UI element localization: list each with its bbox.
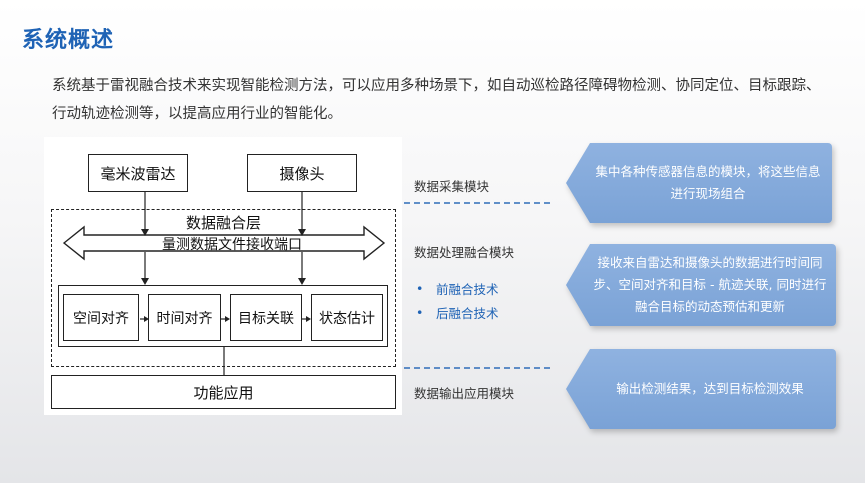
callout-output: 输出检测结果，达到目标检测效果	[566, 349, 836, 429]
port-double-arrow	[62, 225, 386, 261]
module-label-collect: 数据采集模块	[414, 179, 490, 194]
block-state-estimation: 状态估计	[311, 294, 383, 341]
callout-arrow-shape	[566, 349, 836, 429]
callout-arrow-shape	[566, 244, 836, 326]
callout-text: 集中各种传感器信息的模块，将这些信息进行现场组合	[595, 164, 821, 201]
list-item: • 后融合技术	[416, 300, 499, 324]
bullet-icon: •	[416, 304, 424, 320]
callout-text: 输出检测结果，达到目标检测效果	[616, 381, 804, 396]
intro-paragraph: 系统基于雷视融合技术来实现智能检测方法，可以应用多种场景下，如自动巡检路径障碍物…	[52, 78, 821, 122]
block-target-association: 目标关联	[230, 294, 302, 341]
block-spatial-alignment: 空间对齐	[63, 294, 139, 341]
callout-text: 接收来自雷达和摄像头的数据进行时间同步、空间对齐和目标 - 航迹关联, 同时进行…	[593, 255, 827, 314]
bullet-label: 后融合技术	[436, 305, 499, 321]
module-label-process: 数据处理融合模块	[414, 245, 515, 260]
fusion-technique-list: • 前融合技术 • 后融合技术	[416, 276, 499, 324]
processing-block-group	[58, 285, 388, 347]
bullet-icon: •	[416, 280, 424, 296]
bullet-label: 前融合技术	[436, 281, 499, 297]
callout-arrow-shape	[566, 143, 832, 223]
callout-collect: 集中各种传感器信息的模块，将这些信息进行现场组合	[566, 143, 832, 223]
module-label-output: 数据输出应用模块	[414, 386, 515, 401]
fusion-diagram: 毫米波雷达 摄像头 数据融合层 量测数据文件接收端口 空间对齐 时间对齐 目标关…	[44, 137, 402, 415]
callout-process: 接收来自雷达和摄像头的数据进行时间同步、空间对齐和目标 - 航迹关联, 同时进行…	[566, 244, 836, 326]
block-time-alignment: 时间对齐	[148, 294, 221, 341]
port-label: 量测数据文件接收端口	[162, 237, 302, 253]
radar-box: 毫米波雷达	[88, 154, 188, 192]
list-item: • 前融合技术	[416, 276, 499, 300]
page-title: 系统概述	[22, 28, 115, 53]
fusion-layer-title: 数据融合层	[186, 214, 262, 232]
camera-box: 摄像头	[247, 154, 357, 192]
diagram-arrows	[62, 192, 386, 382]
function-application-box: 功能应用	[51, 375, 396, 409]
